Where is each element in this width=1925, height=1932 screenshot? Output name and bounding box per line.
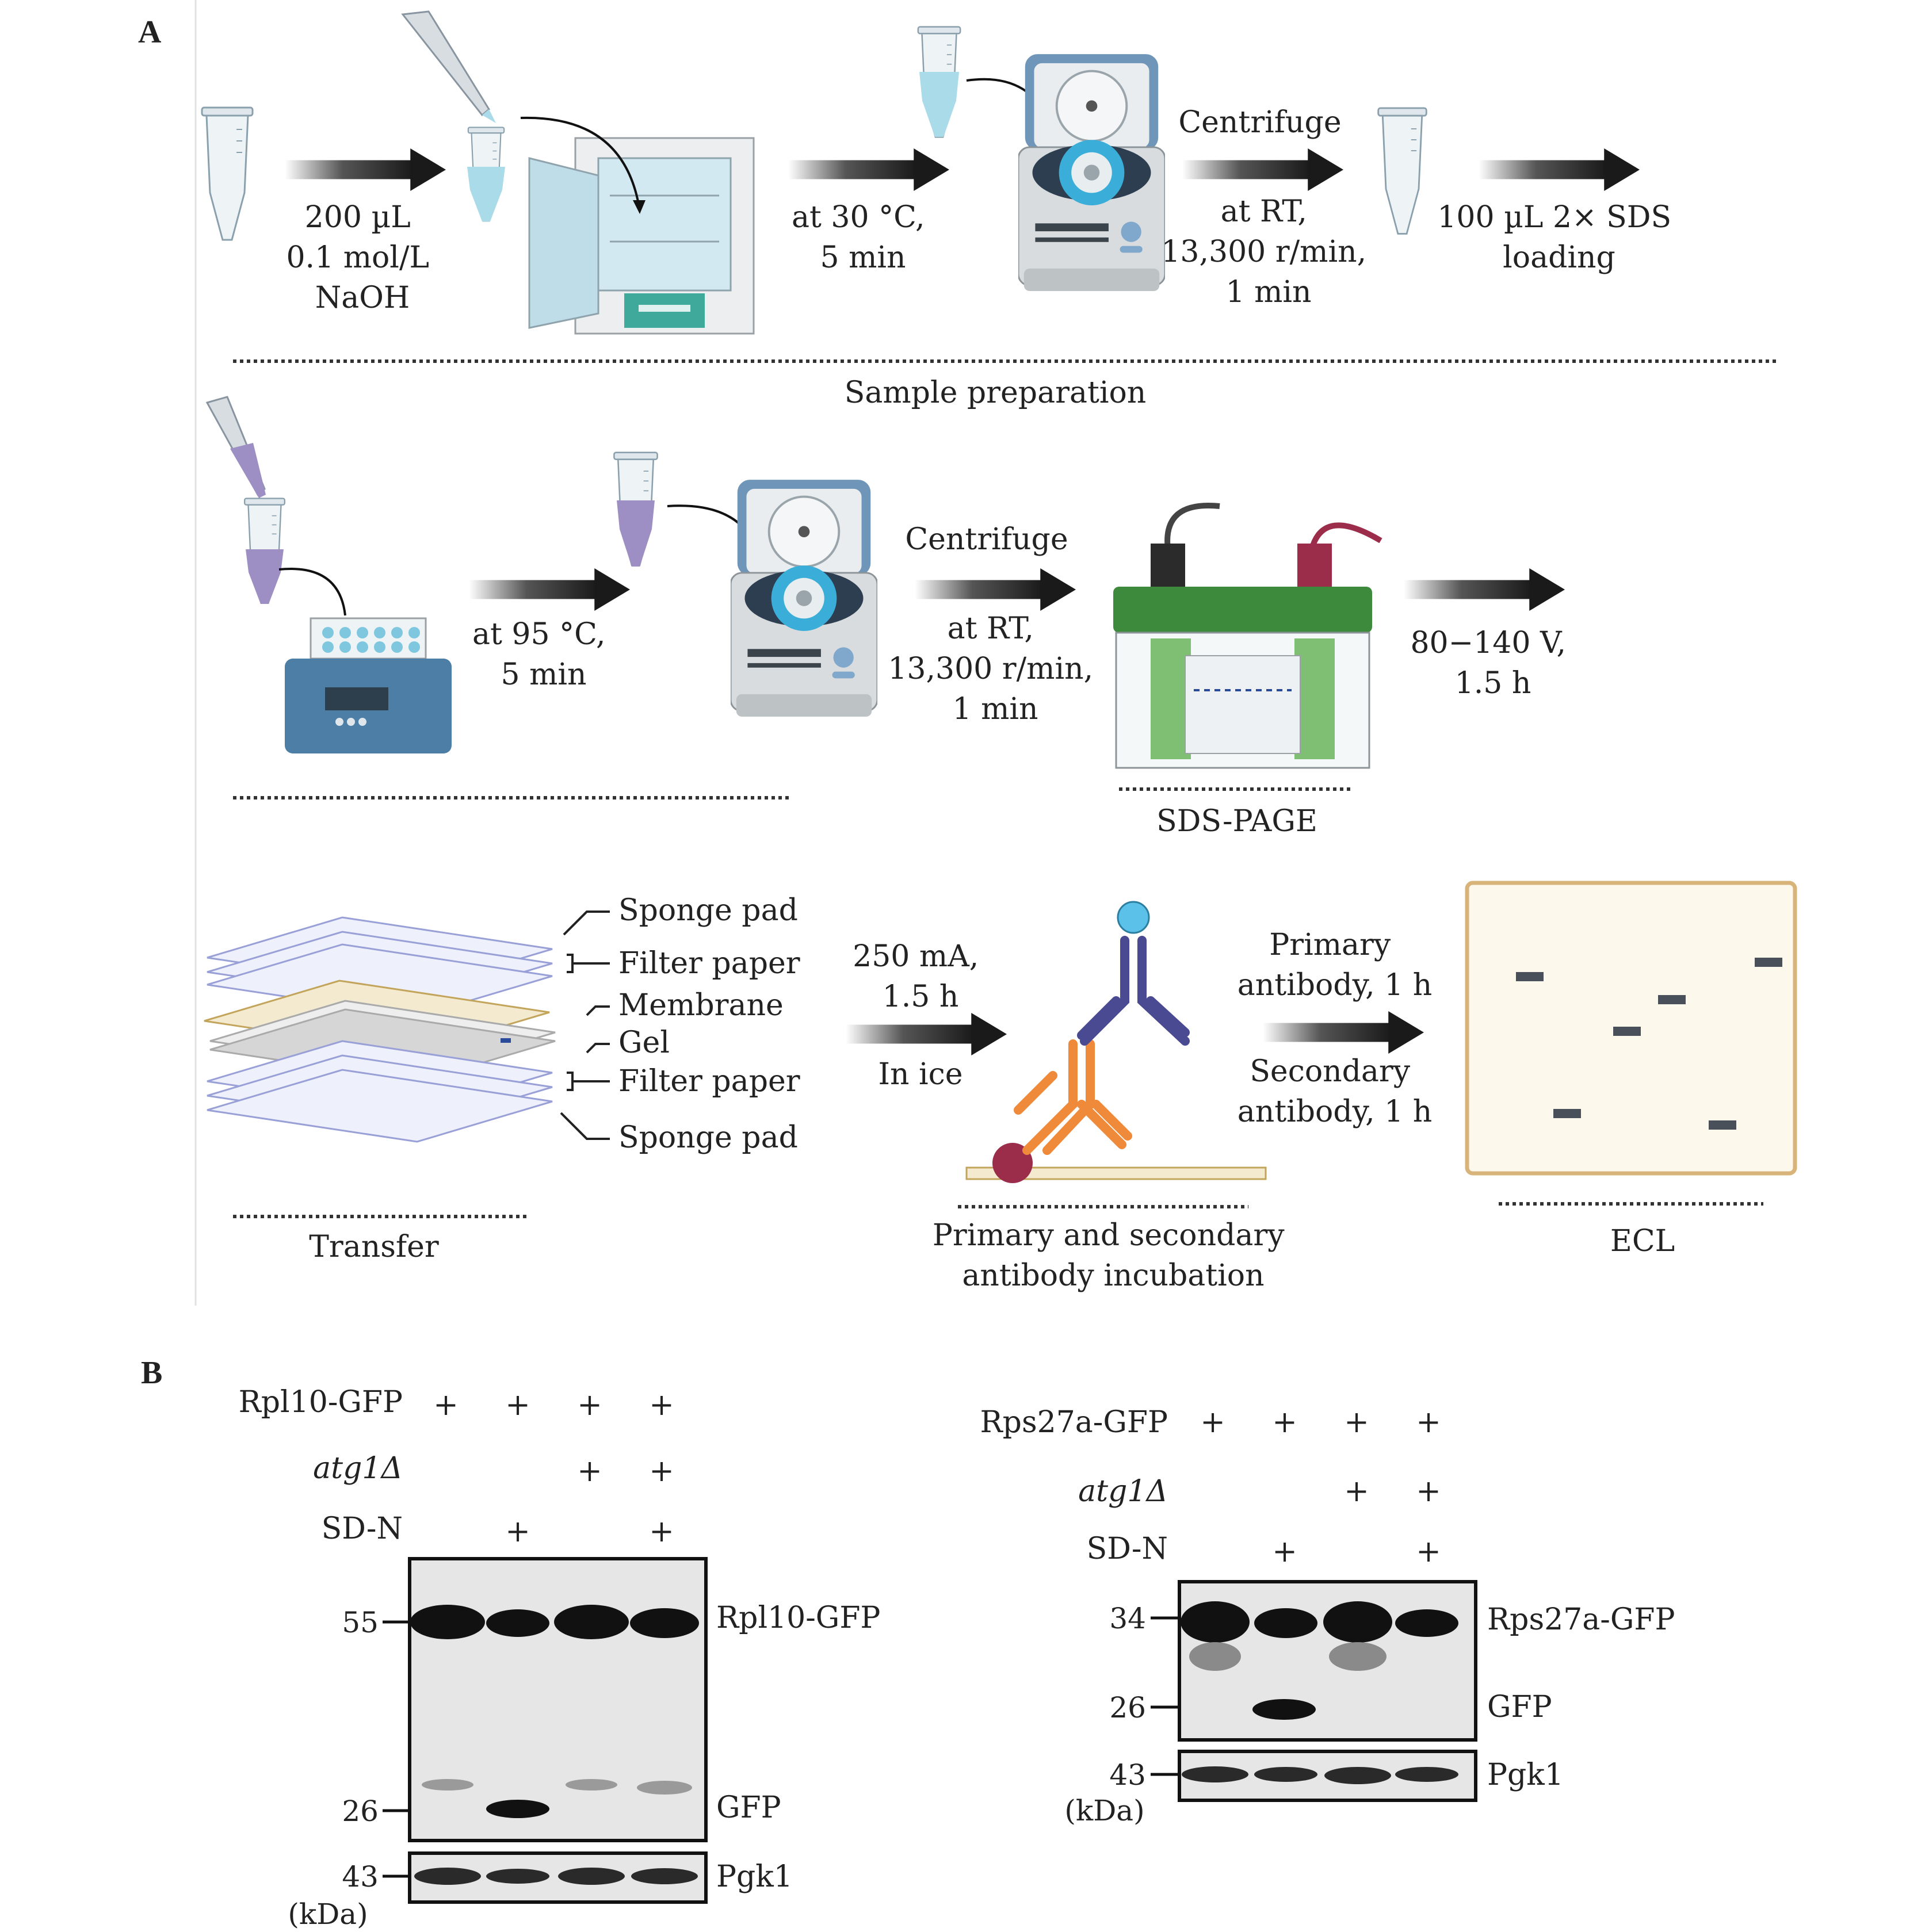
section-transfer: Transfer [309, 1230, 439, 1264]
flow-curve [520, 116, 640, 205]
marker-label: 43 [342, 1860, 379, 1893]
svg-text:+: + [1416, 1474, 1441, 1509]
step4-label: 100 µL 2× SDS loading [1437, 200, 1680, 275]
svg-text:+: + [1344, 1474, 1369, 1509]
condition-label: atg1Δ [313, 1451, 403, 1486]
centrifuge-title: Centrifuge [1178, 105, 1341, 140]
arrow-icon [1479, 148, 1640, 192]
condition-label: SD-N [1087, 1532, 1168, 1566]
condition-marks: + + + + + + + + [1200, 1405, 1441, 1569]
pipette-icon [401, 10, 496, 123]
primary-antibody-label: Primary antibody, 1 h [1238, 928, 1433, 1003]
svg-text:+: + [1344, 1405, 1369, 1440]
condition-label: Rpl10-GFP [239, 1385, 403, 1420]
centrifuge-title-2: Centrifuge [905, 522, 1068, 557]
arrow-icon [1263, 1011, 1424, 1054]
band-label: Rps27a-GFP [1487, 1602, 1675, 1637]
flow-curve [278, 568, 346, 616]
band-label: GFP [716, 1791, 781, 1825]
arrow-icon [788, 148, 949, 192]
step1-label: 200 µL 0.1 mol/L NaOH [286, 200, 438, 315]
condition-label: Rps27a-GFP [980, 1405, 1168, 1440]
condition-label: SD-N [322, 1512, 403, 1546]
transfer-stack [204, 916, 556, 1143]
section-ecl: ECL [1610, 1224, 1675, 1258]
stack-label: Sponge pad [618, 893, 798, 928]
ecl-film [1465, 881, 1797, 1176]
stack-label: Gel [618, 1026, 670, 1060]
section-sds-page: SDS-PAGE [1156, 804, 1317, 839]
blot-main-frame [408, 1557, 708, 1842]
svg-text:+: + [1272, 1535, 1297, 1569]
band-label: Pgk1 [1487, 1758, 1564, 1792]
arrow-icon [285, 148, 446, 192]
arrow-icon [846, 1012, 1007, 1056]
stack-leader-lines [560, 910, 610, 1140]
section-incubation: Primary and secondary antibody incubatio… [933, 1218, 1294, 1293]
centrifuge-icon [1018, 54, 1165, 291]
marker-label: 26 [342, 1795, 379, 1828]
svg-text:+: + [1416, 1535, 1441, 1569]
stack-label: Sponge pad [618, 1120, 798, 1155]
panel-label-b: B [141, 1355, 162, 1391]
svg-text:+: + [649, 1454, 674, 1489]
band-label: Pgk1 [716, 1860, 793, 1894]
arrow-icon [1404, 568, 1565, 611]
section-sample-preparation: Sample preparation [845, 376, 1147, 410]
tube-icon [917, 26, 961, 138]
step2-label: at 30 °C, 5 min [792, 200, 934, 275]
centrifuge-icon [731, 480, 877, 717]
svg-text:+: + [577, 1388, 602, 1422]
centrifuge-conditions-2: at RT, 13,300 r/min, 1 min [888, 611, 1102, 726]
band-label: Rpl10-GFP [716, 1601, 880, 1635]
gel-box-icon [1113, 503, 1382, 769]
svg-text:+: + [577, 1454, 602, 1489]
unit-label: (kDa) [288, 1897, 368, 1931]
svg-text:+: + [433, 1388, 459, 1422]
panel-label-a: A [138, 14, 162, 50]
pipette-icon [205, 396, 266, 498]
tube-icon [243, 498, 286, 605]
transfer-conditions: 250 mA, 1.5 h [853, 939, 988, 1014]
tube-icon [1377, 107, 1427, 235]
antibody-icon [965, 901, 1267, 1183]
secondary-antibody-label: Secondary antibody, 1 h [1238, 1054, 1433, 1129]
svg-text:+: + [1416, 1405, 1441, 1440]
voltage-label: 80−140 V, 1.5 h [1410, 626, 1575, 701]
centrifuge-conditions: at RT, 13,300 r/min, 1 min [1161, 194, 1376, 309]
incubator-icon [528, 137, 755, 335]
marker-label: 26 [1109, 1691, 1146, 1724]
marker-label: 55 [342, 1606, 379, 1639]
tube-icon [613, 452, 658, 567]
arrow-icon [469, 568, 630, 611]
arrow-icon [915, 568, 1076, 611]
condition-label: atg1Δ [1078, 1474, 1168, 1509]
svg-text:+: + [649, 1388, 674, 1422]
svg-text:+: + [1200, 1405, 1225, 1440]
arrow-icon [1182, 148, 1343, 192]
unit-label: (kDa) [1064, 1794, 1144, 1827]
marker-label: 43 [1109, 1758, 1146, 1792]
tube-icon [467, 127, 505, 222]
svg-text:+: + [505, 1514, 530, 1549]
tube-icon [201, 106, 254, 241]
left-blot: Rpl10-GFP atg1Δ SD-N + + + + + + + + [239, 1385, 881, 1931]
stack-label: Filter paper [618, 946, 800, 981]
stack-label: Membrane [618, 988, 784, 1023]
transfer-ice: In ice [878, 1057, 962, 1092]
stack-label: Filter paper [618, 1064, 800, 1099]
right-blot: Rps27a-GFP atg1Δ SD-N + + + + + + + + [980, 1405, 1675, 1827]
svg-text:+: + [1272, 1405, 1297, 1440]
heat-block-icon [285, 617, 452, 753]
marker-label: 34 [1109, 1602, 1146, 1635]
svg-text:+: + [505, 1388, 530, 1422]
step-heat-label: at 95 °C, 5 min [472, 617, 615, 692]
condition-marks: + + + + + + + + [433, 1388, 674, 1549]
band-label: GFP [1487, 1690, 1552, 1724]
svg-text:+: + [649, 1514, 674, 1549]
